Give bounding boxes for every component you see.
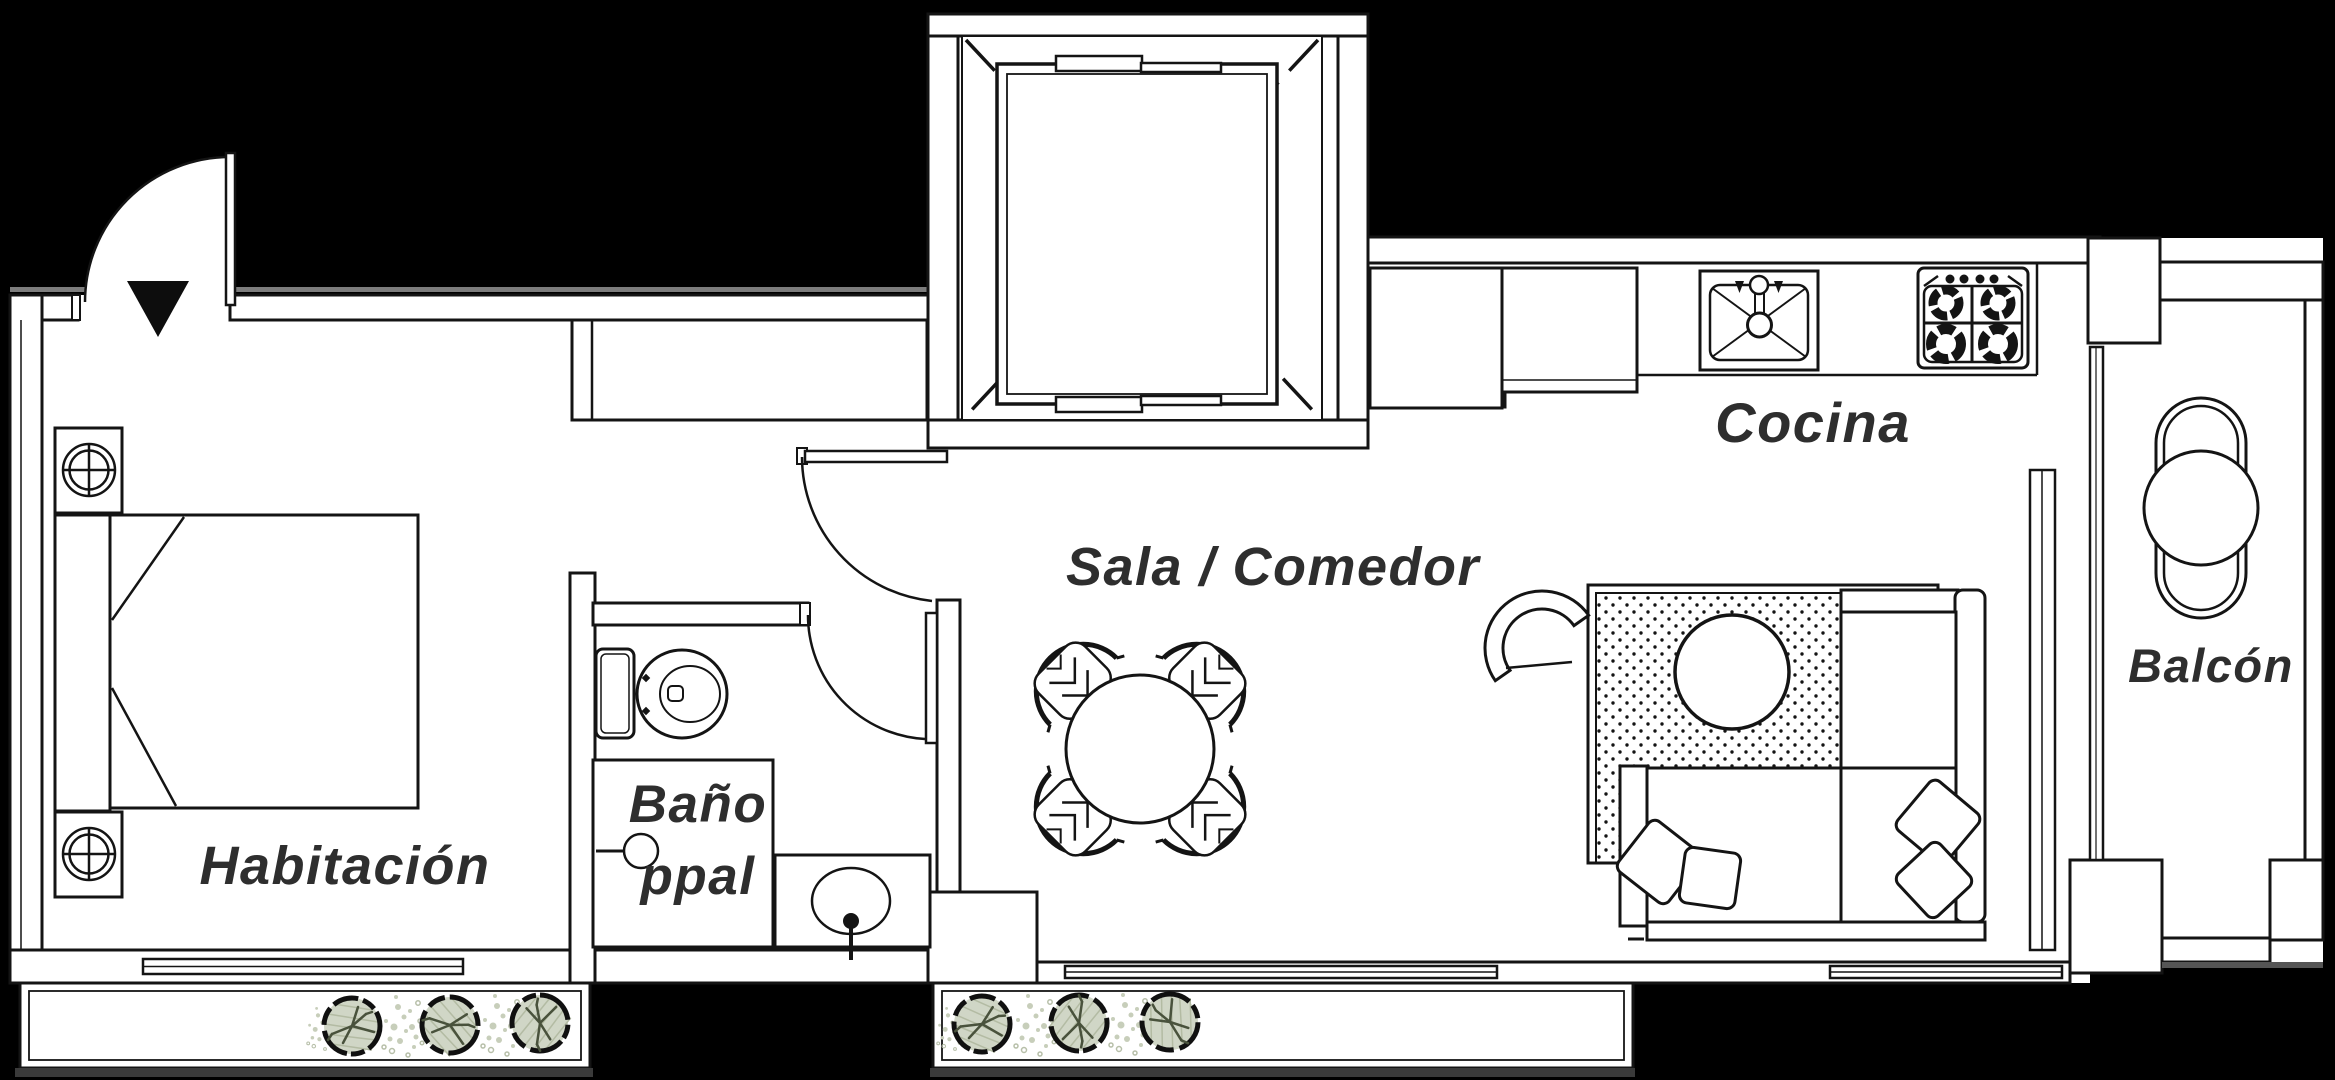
entrance-arrow-icon <box>127 281 189 337</box>
bed <box>53 513 420 813</box>
pillow-icon <box>1894 840 1974 920</box>
refrigerator-icon <box>1368 266 1504 410</box>
balcony-set <box>2142 396 2260 620</box>
living-window-left <box>1063 960 1499 985</box>
planter-center <box>931 981 1635 1070</box>
balcony-glass-wall <box>2028 345 2105 952</box>
bathroom-fixtures <box>591 602 939 960</box>
balcony-label: Balcón <box>2128 639 2294 692</box>
bathroom-label-line1: Baño <box>629 775 768 834</box>
dining-set <box>1012 620 1268 878</box>
bedroom-label: Habitación <box>199 836 490 896</box>
entry-door-swing-icon <box>85 157 230 302</box>
toilet-icon <box>594 647 729 740</box>
planter-left <box>18 981 592 1070</box>
dining-table-icon <box>1064 673 1216 825</box>
entry-door <box>71 151 237 337</box>
pillow-icon <box>1894 778 1982 866</box>
kitchen-sink-icon <box>1698 269 1820 372</box>
edge-shadows <box>15 962 2323 1077</box>
bed-mattress <box>108 513 420 810</box>
living-window-right <box>1828 960 2064 985</box>
kitchen-label: Cocina <box>1715 391 1911 454</box>
sofa-pillows <box>1615 778 1982 920</box>
bathroom-door <box>799 602 939 745</box>
hall-door <box>796 447 949 603</box>
shower-icon <box>591 758 775 949</box>
walls <box>8 235 2325 985</box>
round-coffee-table-icon <box>1673 613 1791 731</box>
elevator-shaft <box>926 12 1370 450</box>
appliance-icon <box>1500 266 1639 394</box>
elevator-door-slats <box>1054 54 1223 414</box>
nightstand-top <box>53 426 124 515</box>
balcony-table-icon <box>2142 449 2260 567</box>
wardrobe-icon <box>570 318 929 422</box>
table-lamp-icon <box>61 826 117 882</box>
nightstand-bottom <box>53 810 124 899</box>
pillow-icon <box>1677 845 1743 911</box>
wall-shadow-line <box>10 287 928 292</box>
living-room <box>1483 583 1987 942</box>
washbasin-icon <box>773 853 932 960</box>
four-burner-stove-icon <box>1916 266 2030 370</box>
plant-icon <box>324 998 380 1054</box>
bedroom-window <box>141 948 465 985</box>
table-lamp-icon <box>61 442 117 498</box>
armchair-icon <box>1483 589 1591 683</box>
kitchen <box>1368 263 2039 410</box>
windows <box>141 345 2105 985</box>
bed-headboard <box>53 513 112 813</box>
living-dining-label: Sala / Comedor <box>1066 537 1482 597</box>
bathroom-label-line2: ppal <box>639 847 756 906</box>
